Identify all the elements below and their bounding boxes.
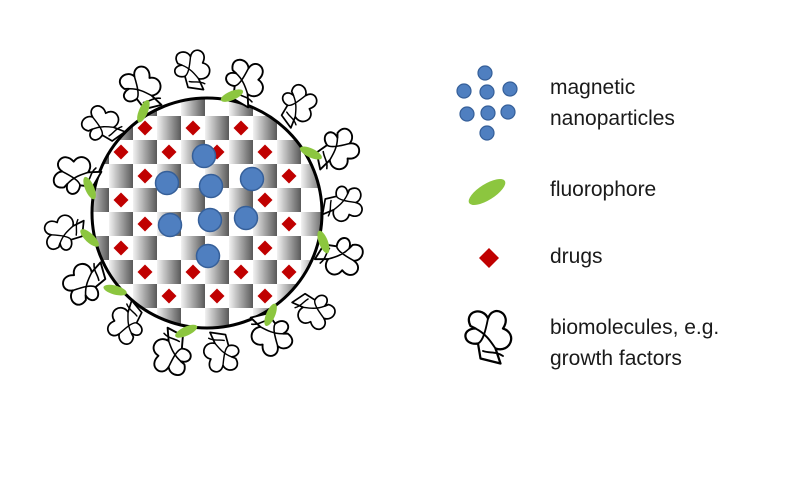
magnetic-nanoparticle — [477, 65, 493, 81]
matrix-tile — [133, 140, 157, 164]
matrix-tile — [277, 188, 301, 212]
matrix-tile — [92, 188, 109, 212]
biomolecule — [172, 48, 213, 94]
legend-label-line: fluorophore — [550, 178, 657, 201]
fluorophore-icon — [468, 178, 506, 206]
magnetic-nanoparticle-cluster — [154, 143, 265, 269]
magnetic-nanoparticle — [195, 243, 221, 269]
magnetic-nanoparticle — [157, 212, 183, 238]
magnetic-nanoparticle — [191, 143, 217, 169]
legend-item-magnetic-nanoparticles: magnetic nanoparticles — [440, 64, 770, 144]
biomolecule-icon — [464, 309, 513, 365]
matrix-tile — [229, 236, 253, 260]
magnetic-nanoparticle — [233, 205, 259, 231]
magnetic-nanoparticle — [479, 84, 495, 100]
legend-label-line: biomolecules, e.g. — [550, 316, 720, 339]
matrix-tile — [205, 116, 229, 140]
matrix-tile — [181, 98, 205, 116]
magnetic-nanoparticle — [479, 125, 495, 141]
matrix-tile — [181, 284, 205, 308]
matrix-tile — [277, 140, 301, 164]
legend-label-line: drugs — [550, 245, 603, 268]
magnetic-nanoparticle — [459, 106, 475, 122]
legend-item-biomolecules: biomolecules, e.g. growth factors — [440, 306, 770, 378]
magnetic-nanoparticle — [456, 83, 472, 99]
magnetic-nanoparticles-icon — [456, 65, 518, 141]
matrix-tile — [157, 260, 181, 284]
magnetic-nanoparticle — [480, 105, 496, 121]
legend-label-line: nanoparticles — [550, 107, 675, 130]
legend-item-drugs: drugs — [440, 242, 770, 274]
matrix-tile — [157, 116, 181, 140]
matrix-tile — [325, 92, 349, 116]
magnetic-nanoparticle — [500, 104, 516, 120]
legend-label-biomolecules: biomolecules, e.g. growth factors — [550, 312, 719, 374]
matrix-tile — [253, 260, 277, 284]
matrix-tile — [325, 332, 349, 356]
matrix-tile — [133, 236, 157, 260]
magnetic-nanoparticle — [154, 170, 180, 196]
matrix-tile — [85, 332, 109, 356]
drug-diamond-icon — [479, 248, 499, 268]
matrix-tile — [301, 212, 322, 236]
matrix-tile — [109, 212, 133, 236]
magnetic-nanoparticle — [197, 207, 223, 233]
magnetic-nanoparticle — [502, 81, 518, 97]
matrix-tile — [109, 164, 133, 188]
legend-label-fluorophore: fluorophore — [550, 174, 656, 205]
legend-label-line: magnetic — [550, 76, 636, 99]
matrix-tile — [229, 284, 253, 308]
legend-label-line: growth factors — [550, 347, 682, 370]
biomolecule — [285, 281, 341, 337]
matrix-tile — [205, 308, 229, 328]
matrix-tile — [133, 188, 157, 212]
matrix-tile — [277, 236, 301, 260]
biomolecule — [319, 184, 364, 224]
magnetic-nanoparticle — [239, 166, 265, 192]
legend-item-fluorophore: fluorophore — [440, 172, 770, 212]
matrix-tile — [229, 140, 253, 164]
legend-label-magnetic-nanoparticles: magnetic nanoparticles — [550, 72, 675, 134]
legend-label-drugs: drugs — [550, 241, 603, 272]
nanoparticle-diagram — [42, 48, 367, 379]
magnetic-nanoparticle — [198, 173, 224, 199]
biomolecule — [201, 328, 242, 374]
